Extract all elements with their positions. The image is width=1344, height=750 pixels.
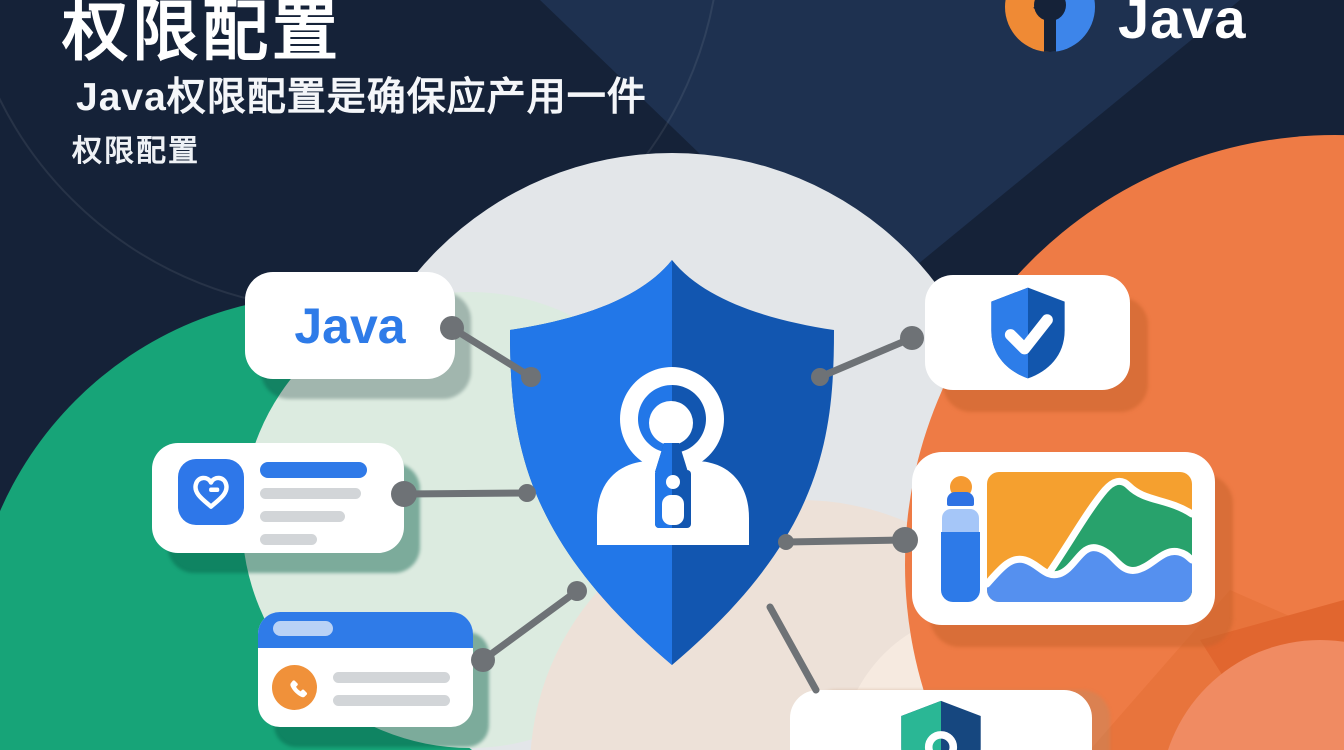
orange-facet-2 [1200,600,1344,750]
contact-header-pill [273,621,333,636]
page-subtitle: Java权限配置是确保应产用一件 [76,76,647,119]
card-feature [152,443,404,553]
contact-text-bar-2 [333,695,450,706]
java-card-text: Java [294,297,406,354]
feature-text-bar-3 [260,534,317,545]
feature-text-bar-1 [260,488,361,499]
feature-text-bar-2 [260,511,345,522]
connector-java [448,324,535,381]
card-verify [925,275,1130,390]
brand-label: Java [1118,0,1247,50]
connector-verify [816,334,916,381]
user-icon-body [947,492,974,506]
orange-circle [905,135,1344,750]
capsule-bar-bottom [941,532,980,602]
card-java-label: Java [245,272,455,379]
page-caption: 权限配置 [72,135,200,168]
card-security [790,690,1092,750]
connector-contact [479,587,581,664]
page-title: 权限配置 [62,0,342,68]
user-area-chart-icon [987,472,1192,602]
feature-title-bar [260,462,367,478]
card-contact [258,612,473,727]
java-ring-logo-icon [1005,0,1095,52]
connector-security [766,603,820,694]
phone-icon [272,665,317,710]
connector-feature [400,489,531,498]
shield-lock-icon [901,700,981,750]
capsule-bar-top [942,509,979,532]
salmon-circle [1168,640,1344,750]
heart-badge-icon [178,459,244,525]
center-shield [510,260,834,665]
contact-text-bar-1 [333,672,450,683]
shield-check-icon [990,287,1065,378]
contact-header-band [258,612,473,648]
connector-analytics [782,536,909,546]
card-analytics [912,452,1215,625]
